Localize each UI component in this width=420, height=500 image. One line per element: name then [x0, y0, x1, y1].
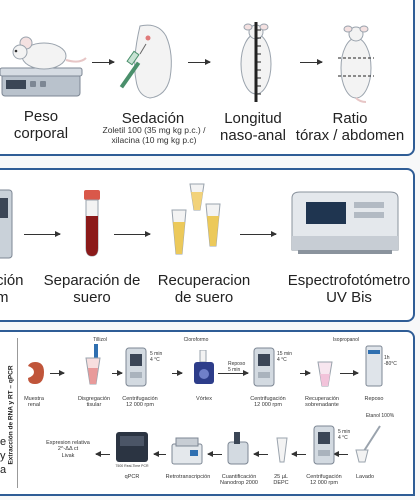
- divider: [17, 338, 18, 488]
- flow-arrow: [172, 370, 183, 376]
- injection-mouse-icon: [119, 24, 172, 99]
- flow-arrow: [92, 59, 115, 65]
- r1-label: Centrifugación 12 000 rpm: [250, 396, 286, 409]
- flow-arrow: [50, 370, 65, 376]
- step-label-longitud: Longitud naso-anal: [220, 110, 286, 145]
- freezer-icon: [365, 345, 383, 387]
- cut-text: e y a: [0, 436, 7, 476]
- flow-arrow: [153, 451, 166, 457]
- r1-spec: 15 min 4 °C: [277, 351, 293, 363]
- pipette-tube-icon: [317, 361, 333, 387]
- r1-spec: 5 min 4 °C: [150, 351, 163, 363]
- pipette-icon: [355, 425, 381, 463]
- r1-spec: Reposo 5 min: [228, 361, 246, 373]
- r1-top: Isopropanol: [332, 337, 360, 343]
- r2-device: 7500 Real-Time PCR: [115, 464, 149, 468]
- spectrophotometer-icon: [291, 191, 399, 254]
- flow-arrow: [300, 370, 311, 376]
- centrifuge-icon: [313, 425, 335, 465]
- flow-arrow: [188, 59, 211, 65]
- panel-rna-extraction: [0, 330, 415, 496]
- step-sub-dosis: Zoletil 100 (35 mg kg p.c.) / xilacina (…: [102, 125, 206, 145]
- r1-label: Recuperación sobrenadante: [305, 396, 339, 409]
- flow-arrow: [114, 231, 151, 237]
- flow-arrow: [240, 231, 277, 237]
- r1-label: Reposo: [364, 396, 384, 402]
- r1-spec: 1h -80°C: [384, 355, 397, 367]
- step-label-sedacion: Sedación: [121, 110, 185, 127]
- r2-label: Retrotranscripción: [165, 474, 211, 480]
- flow-arrow: [291, 451, 306, 457]
- blood-tube-icon: [84, 190, 100, 257]
- r1-label: Disgregación tisular: [77, 396, 111, 409]
- r2-label: Lavado: [355, 474, 375, 480]
- centrifuge-icon: [125, 347, 147, 387]
- flow-arrow: [112, 370, 123, 376]
- flow-arrow: [333, 451, 348, 457]
- serum-tubes-icon: [171, 183, 221, 255]
- r1-label: Muestra renal: [24, 396, 44, 409]
- step-label-ratio: Ratio tórax / abdomen: [295, 110, 405, 145]
- flow-arrow: [24, 231, 61, 237]
- r1-label: Centrifugación 12 000 rpm: [122, 396, 158, 409]
- step-label-recuperacion: Recuperacion de suero: [157, 272, 251, 307]
- scale-mouse-icon: [0, 36, 87, 97]
- ruler-mouse-icon: [240, 22, 272, 102]
- flow-arrow: [300, 59, 323, 65]
- r2-label: Centrifugación 12 000 rpm: [306, 474, 342, 487]
- tube-icon: [276, 437, 288, 463]
- step-label-espectrofotometro: Espectrofotómetro UV Bis: [287, 272, 411, 307]
- step-label-peso-corporal: Peso corporal: [13, 108, 69, 143]
- flow-arrow: [95, 451, 110, 457]
- r2-spec: 5 min 4 °C: [338, 429, 351, 441]
- r1-label: Vórtex: [196, 396, 212, 402]
- r1-top: Cloroformo: [183, 337, 209, 343]
- r2-label: 25 µL DEPC: [273, 474, 289, 487]
- r2-label: Expresion relativa 2^-ΔΔ ct Livak: [46, 440, 90, 459]
- flow-arrow: [207, 451, 222, 457]
- flow-arrow: [218, 370, 249, 376]
- thermocycler-icon: [171, 437, 203, 465]
- vortex-icon: [194, 350, 214, 384]
- step-label-separacion: Separación de suero: [43, 272, 141, 307]
- measure-mouse-icon: [338, 25, 374, 103]
- flow-arrow: [253, 451, 268, 457]
- side-title: Extracción de RNA y RT – qPCR: [7, 365, 15, 465]
- r2-label: Cuantificación Nanodrop 2000: [220, 474, 258, 487]
- centrifuge-icon: [253, 347, 275, 387]
- step-label-cut: ción m: [0, 272, 24, 307]
- r2-top: Etanol 100%: [365, 413, 395, 419]
- homogenizer-tube-icon: [85, 344, 101, 385]
- r2-label: qPCR: [124, 474, 140, 480]
- qpcr-machine-icon: [116, 432, 148, 462]
- flow-arrow: [340, 370, 359, 376]
- kidney-icon: [28, 362, 44, 384]
- r1-top: Tillizol: [93, 337, 107, 343]
- nanodrop-icon: [227, 432, 249, 465]
- centrifuge-icon: [0, 189, 13, 259]
